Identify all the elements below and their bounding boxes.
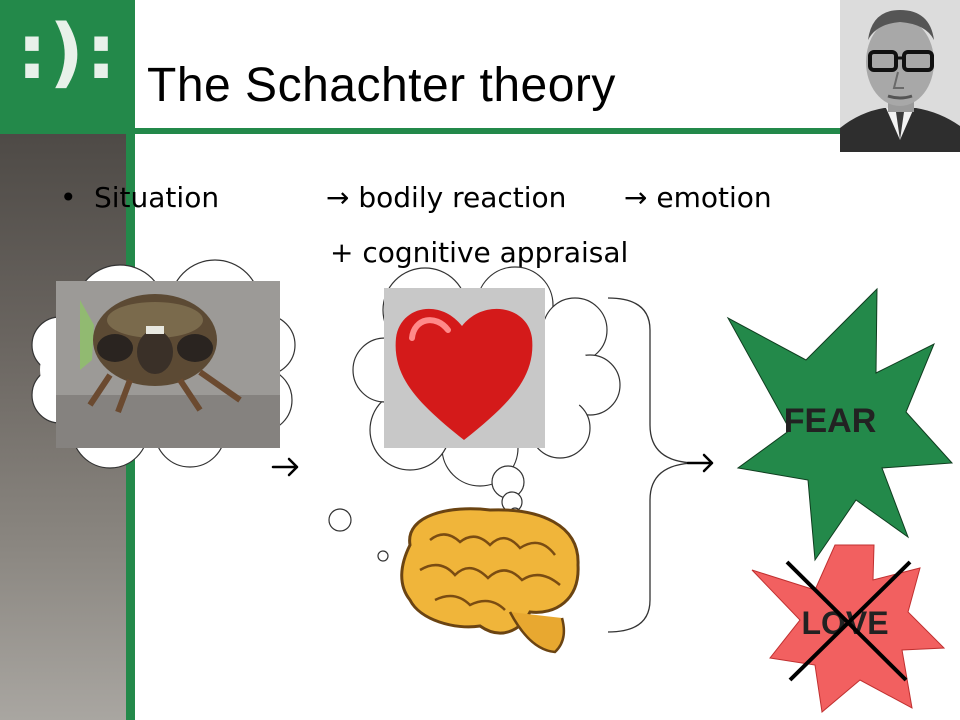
emotion-text: → emotion — [624, 181, 772, 214]
bodily-reaction-text: → bodily reaction — [326, 181, 567, 214]
cognitive-appraisal-text: + cognitive appraisal — [330, 236, 629, 269]
arrow-icon-1 — [271, 457, 299, 477]
slide-title: The Schachter theory — [147, 59, 616, 112]
portrait-photo — [840, 0, 960, 152]
cicada-photo — [56, 281, 280, 448]
fear-starburst — [726, 287, 954, 562]
brain-illustration — [400, 507, 580, 654]
thought-bubbles — [328, 465, 525, 562]
love-label: LOVE — [801, 605, 888, 641]
logo-smiley: :): — [16, 7, 119, 96]
fear-label: FEAR — [784, 402, 877, 440]
red-heart — [384, 288, 545, 448]
arrow-icon-2 — [686, 453, 714, 473]
bullet-marker: • — [60, 181, 77, 214]
cross-out-line-1 — [785, 560, 908, 682]
right-brace — [607, 297, 696, 633]
situation-text: Situation — [94, 181, 220, 214]
title-underline — [135, 128, 841, 134]
logo-block — [0, 0, 135, 134]
cross-out-line-2 — [788, 560, 912, 682]
